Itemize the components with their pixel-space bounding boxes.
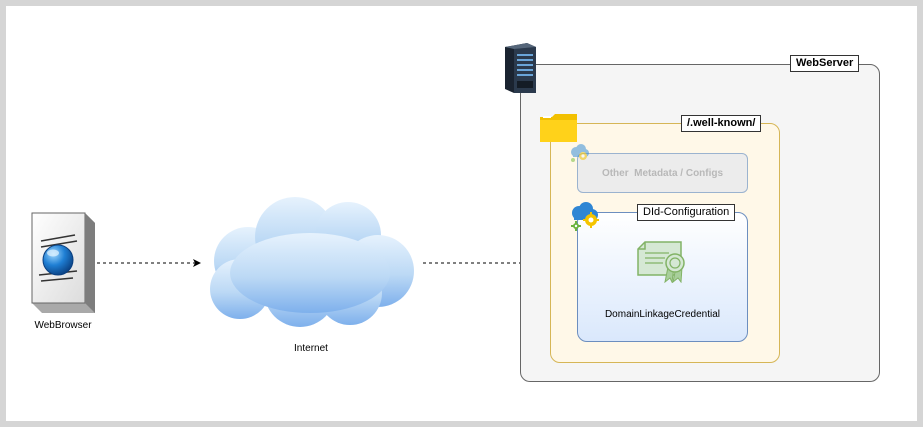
certificate-icon [637,241,685,283]
cloud-gear-icon [571,144,589,162]
did-configuration-label: DId-Configuration [637,204,736,221]
webserver-label: WebServer [790,55,860,72]
metadata-configs-box: Other Metadata / Configs [577,153,748,193]
cloud-gear-icon [571,202,599,231]
did-configuration-box [577,212,748,342]
browser-label: WebBrowser [34,320,92,331]
cloud-icon [210,197,414,327]
internet-label: Internet [294,343,328,354]
server-rack-icon [505,43,536,93]
folder-icon [540,114,577,142]
wellknown-label: /.well-known/ [681,115,762,132]
web-browser-icon [31,212,95,313]
domain-linkage-credential-label: DomainLinkageCredential [604,309,721,320]
